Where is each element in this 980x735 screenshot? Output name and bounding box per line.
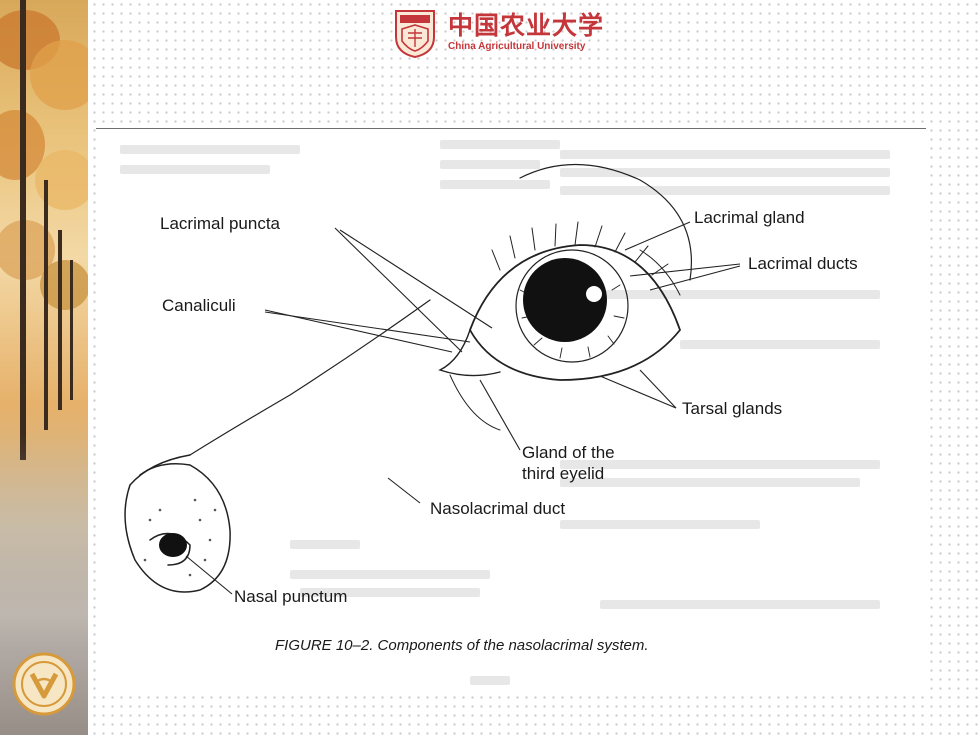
label-nasolacrimal-duct: Nasolacrimal duct bbox=[430, 499, 566, 518]
figure-caption: FIGURE 10–2. Components of the nasolacri… bbox=[275, 637, 649, 654]
leader-tarsal-glands-2 bbox=[639, 369, 677, 409]
label-canaliculi: Canaliculi bbox=[162, 296, 236, 315]
logo-chinese-name: 中国农业大学 bbox=[448, 11, 605, 40]
pupil-highlight bbox=[586, 286, 602, 302]
university-crest-icon bbox=[395, 10, 435, 59]
leader-tarsal-glands-1 bbox=[599, 375, 677, 409]
muzzle-outline bbox=[189, 299, 431, 456]
leader-lacrimal-ducts-2 bbox=[649, 265, 741, 291]
leader-lacrimal-gland bbox=[624, 221, 691, 251]
logo-english-name: China Agricultural University bbox=[448, 41, 586, 52]
university-logo: 中国农业大学 China Agricultural University bbox=[392, 4, 604, 62]
label-tarsal-glands: Tarsal glands bbox=[682, 399, 783, 418]
label-gland-third-eyelid-line1: Gland of the bbox=[522, 443, 615, 462]
leader-nasal-punctum bbox=[185, 555, 233, 595]
leader-gland-third-eyelid bbox=[479, 379, 521, 451]
label-nasal-punctum: Nasal punctum bbox=[234, 587, 348, 606]
nostril bbox=[159, 533, 187, 557]
leader-lacrimal-puncta-2 bbox=[339, 229, 493, 329]
leader-lacrimal-puncta-1 bbox=[334, 227, 463, 353]
nose-outline bbox=[124, 463, 231, 593]
leader-nasolacrimal-duct bbox=[387, 477, 421, 504]
label-lacrimal-puncta: Lacrimal puncta bbox=[160, 214, 281, 233]
head-outline bbox=[519, 163, 692, 281]
iris bbox=[515, 249, 629, 363]
label-lacrimal-ducts: Lacrimal ducts bbox=[748, 254, 858, 273]
eyelid-outline bbox=[469, 244, 682, 381]
label-lacrimal-gland: Lacrimal gland bbox=[694, 208, 805, 227]
leader-lacrimal-ducts-1 bbox=[629, 263, 741, 277]
figure-top-rule bbox=[96, 128, 926, 129]
pupil bbox=[523, 258, 607, 342]
label-gland-third-eyelid-line2: third eyelid bbox=[522, 464, 605, 483]
leader-canaliculi-2 bbox=[264, 311, 471, 343]
university-emblem-icon bbox=[12, 652, 76, 716]
